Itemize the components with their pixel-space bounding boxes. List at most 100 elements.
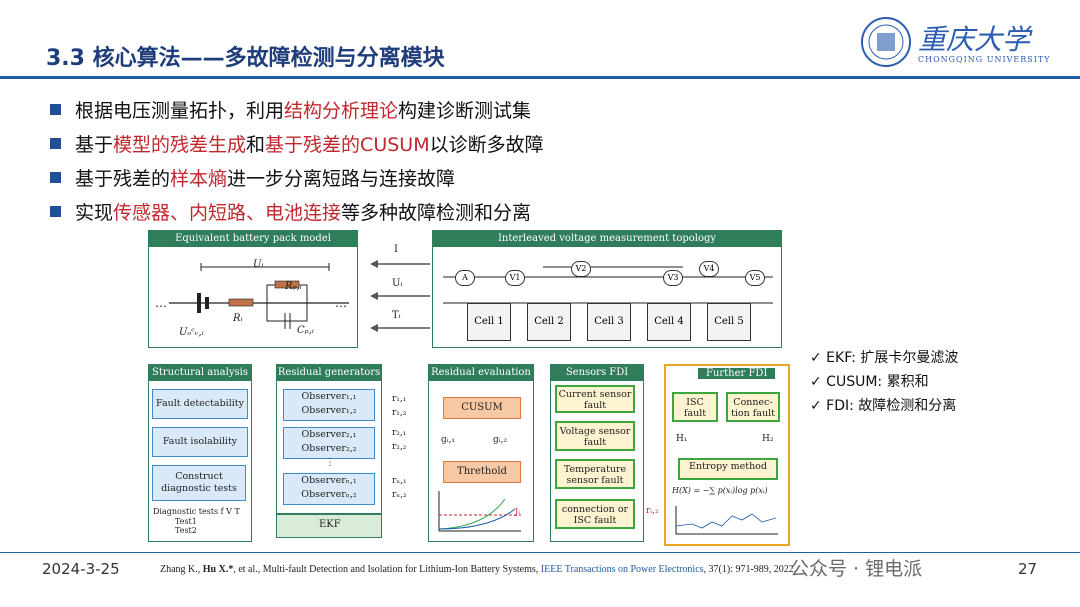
cell-5: Cell 5 <box>707 303 751 341</box>
bullet-text: 等多种故障检测和分离 <box>341 202 532 224</box>
highlight-text: 样本熵 <box>170 168 228 190</box>
header-divider <box>0 76 1080 79</box>
observer-group-2: Observer₂,₁ Observer₂,₂ <box>283 427 375 459</box>
entropy-plot-icon <box>675 506 778 535</box>
step-construct-tests: Construct diagnostic tests <box>152 465 246 501</box>
highlight-text: 传感器、内短路、电池连接 <box>113 202 342 224</box>
connection-isc-fault: connection or ISC fault <box>555 499 635 529</box>
observer-2-2: Observer₂,₂ <box>301 443 357 454</box>
cusum-box: CUSUM <box>443 397 521 419</box>
bullet-square-icon <box>50 104 61 115</box>
topology-title: Interleaved voltage measurement topology <box>433 231 781 247</box>
meter-v4: V4 <box>699 261 719 277</box>
observer-1-2: Observer₁,₂ <box>301 405 357 416</box>
diagnostic-table-head: Diagnostic tests f V T <box>153 507 240 516</box>
bullet-text: 实现 <box>75 202 114 224</box>
university-seal-icon <box>861 17 911 67</box>
bullet-square-icon <box>50 206 61 217</box>
university-logo-text: 重庆大学 <box>918 23 1031 56</box>
current-sensor-fault: Current sensor fault <box>555 385 635 413</box>
page-number: 27 <box>1018 560 1038 578</box>
observer-ellipsis: ⋮ <box>325 457 335 468</box>
residual-r22: r₂,₂ <box>392 442 407 452</box>
cell-2: Cell 2 <box>527 303 571 341</box>
j-label: Jᵢ <box>515 507 520 516</box>
cite-corresponding: Hu X.* <box>202 564 234 575</box>
battery-model-title: Equivalent battery pack model <box>149 231 357 247</box>
g1-label: gᵢ,₁ <box>441 435 456 445</box>
isc-fault-box: ISC fault <box>672 392 718 422</box>
rp-label: Rₚ,ᵢ <box>285 281 302 292</box>
cite-title: , et al., Multi-fault Detection and Isol… <box>233 564 541 575</box>
structural-title: Structural analysis <box>149 365 251 381</box>
signal-arrows-icon <box>370 260 430 332</box>
note-cusum: ✓ CUSUM: 累积和 <box>810 374 929 390</box>
meter-v3: V3 <box>663 270 683 286</box>
bullet-text: 基于 <box>75 134 114 156</box>
cite-authors: Zhang K., <box>160 564 203 575</box>
cell-3: Cell 3 <box>587 303 631 341</box>
topology-box: Interleaved voltage measurement topology… <box>432 230 782 348</box>
svg-text:…: … <box>335 296 347 310</box>
highlight-text: 基于残差的CUSUM <box>265 134 430 156</box>
meter-a: A <box>455 270 475 286</box>
citation: Zhang K., Hu X.*, et al., Multi-fault De… <box>160 564 796 575</box>
residual-r11: r₁,₁ <box>392 394 407 404</box>
note-ekf: ✓ EKF: 扩展卡尔曼滤波 <box>810 350 959 366</box>
bullet-text: 构建诊断测试集 <box>398 100 532 122</box>
residual-evaluation-box: Residual evaluation CUSUM gᵢ,₁ gᵢ,₂ Thre… <box>428 364 534 542</box>
bullet-item: 根据电压测量拓扑，利用结构分析理论构建诊断测试集 <box>50 94 544 128</box>
bullet-square-icon <box>50 172 61 183</box>
meter-v2: V2 <box>571 261 591 277</box>
entropy-formula: H(X) = −∑ p(xᵢ)log p(xᵢ) <box>672 486 768 495</box>
footer-divider <box>0 552 1080 553</box>
observer-group-1: Observer₁,₁ Observer₁,₂ <box>283 389 375 421</box>
residual-rn2: rₙ,₂ <box>392 490 407 500</box>
fdi-diagram: Equivalent battery pack model … … Uᵢ Rₚ,… <box>140 228 790 546</box>
observer-group-n: Observerₙ,₁ Observerₙ,₂ <box>283 473 375 505</box>
diagnostic-row-2: Test2 <box>175 526 197 535</box>
h1-label: H₁ <box>676 434 688 444</box>
threshold-box: Threthold <box>443 461 521 483</box>
temperature-sensor-fault: Temperature sensor fault <box>555 459 635 489</box>
further-fdi-title: Further FDI <box>698 368 776 379</box>
residual-eval-title: Residual evaluation <box>429 365 533 381</box>
bullet-text: 以诊断多故障 <box>429 134 544 156</box>
note-fdi: ✓ FDI: 故障检测和分离 <box>810 398 957 414</box>
signal-u: Uᵢ <box>392 278 403 289</box>
meter-v5: V5 <box>745 270 765 286</box>
residual-rn1: rₙ,₁ <box>392 476 407 486</box>
g2-label: gᵢ,₂ <box>493 435 508 445</box>
cite-journal: IEEE Transactions on Power Electronics <box>540 564 704 575</box>
highlight-text: 结构分析理论 <box>284 100 399 122</box>
highlight-text: 模型的残差生成 <box>113 134 247 156</box>
svg-text:…: … <box>155 296 167 310</box>
entropy-method-box: Entropy method <box>678 458 778 480</box>
equivalent-circuit-icon: … … <box>155 263 349 329</box>
bullet-text: 根据电压测量拓扑，利用 <box>75 100 285 122</box>
signal-i: I <box>394 244 398 255</box>
bullet-item: 实现传感器、内短路、电池连接等多种故障检测和分离 <box>50 196 544 230</box>
bullet-square-icon <box>50 138 61 149</box>
h2-label: H₂ <box>762 434 774 444</box>
residual-generators-box: Residual generators Observer₁,₁ Observer… <box>276 364 382 514</box>
structural-analysis-box: Structural analysis Fault detectability … <box>148 364 252 542</box>
bullet-item: 基于残差的样本熵进一步分离短路与连接故障 <box>50 162 544 196</box>
connection-fault-box: Connec- tion fault <box>726 392 780 422</box>
cell-4: Cell 4 <box>647 303 691 341</box>
observer-n-2: Observerₙ,₂ <box>301 489 357 500</box>
step-detectability: Fault detectability <box>152 389 248 419</box>
residual-gen-title: Residual generators <box>277 365 381 381</box>
diagnostic-row-1: Test1 <box>175 517 197 526</box>
ekf-box: EKF <box>276 514 382 538</box>
bullet-list: 根据电压测量拓扑，利用结构分析理论构建诊断测试集基于模型的残差生成和基于残差的C… <box>50 94 544 230</box>
abbreviation-notes: ✓ EKF: 扩展卡尔曼滤波 ✓ CUSUM: 累积和 ✓ FDI: 故障检测和… <box>810 346 958 418</box>
slide-title: 3.3 核心算法——多故障检测与分离模块 <box>46 46 445 71</box>
uocv-label: Uₒᶜᵥ,ᵢ <box>179 327 204 338</box>
ekf-label: EKF <box>319 519 341 530</box>
bullet-text: 和 <box>246 134 266 156</box>
battery-model-box: Equivalent battery pack model … … Uᵢ Rₚ,… <box>148 230 358 348</box>
sensors-fdi-box: Sensors FDI Current sensor fault Voltage… <box>550 364 644 542</box>
university-logo-sub: CHONGQING UNIVERSITY <box>918 55 1051 64</box>
voltage-sensor-fault: Voltage sensor fault <box>555 421 635 451</box>
